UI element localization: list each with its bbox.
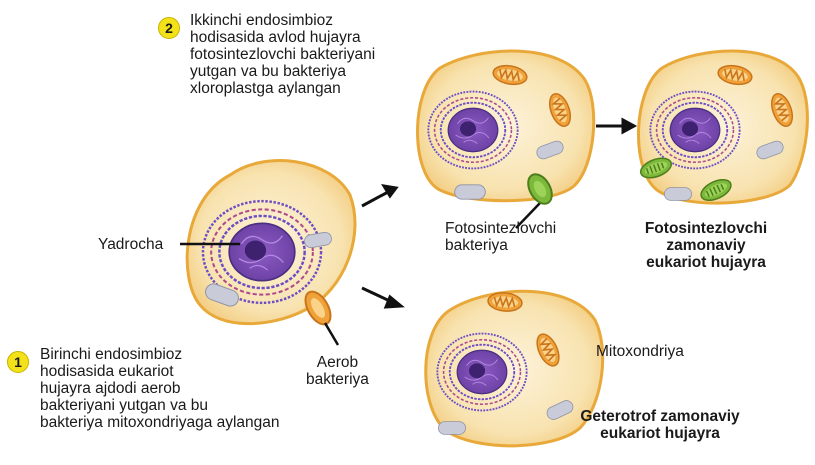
mitochondrion-label: Mitoxondriya	[596, 343, 684, 360]
heterotrophic-cell-title: Geterotrof zamonaviy eukariot hujayra	[580, 408, 740, 442]
nucleolus-label: Yadrocha	[98, 236, 164, 253]
intermediate-cell	[416, 49, 596, 203]
aerobic-bacterium-label: Aerob bakteriya	[306, 354, 369, 388]
heterotrophic-eukaryote-cell	[424, 289, 605, 448]
ancestral-cell	[185, 159, 357, 326]
step-1-description: Birinchi endosimbioz hodisasida eukariot…	[40, 346, 280, 431]
step-1-badge: 1	[7, 351, 29, 373]
arrows	[361, 117, 638, 309]
photosynthetic-bacterium	[527, 173, 553, 205]
aerobic-bacterium	[304, 290, 332, 326]
photosynthetic-bacterium-label: Fotosintezlovchi bakteriya	[445, 220, 557, 254]
step-2-badge: 2	[158, 17, 180, 39]
photosynthetic-cell-title: Fotosintezlovchi zamonaviy eukariot huja…	[644, 220, 768, 271]
photosynthetic-eukaryote-cell	[637, 49, 809, 206]
step-2-description: Ikkinchi endosimbioz hodisasida avlod hu…	[190, 12, 376, 97]
